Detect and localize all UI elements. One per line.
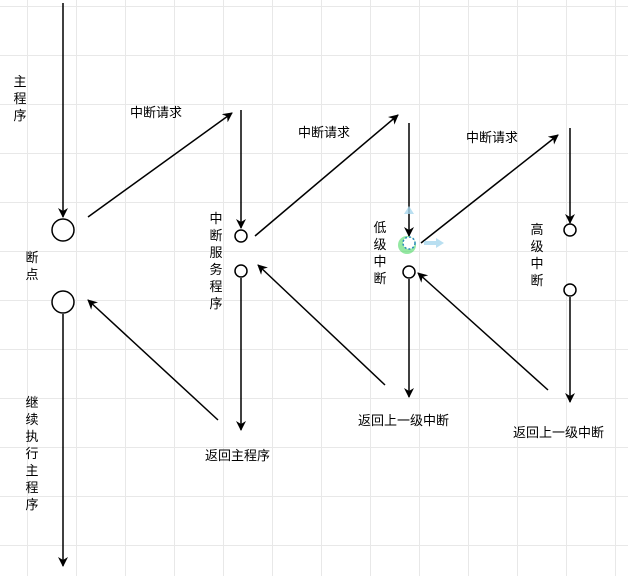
breakpoint-label: 断点 [25, 251, 39, 283]
isr-node-bottom[interactable] [234, 264, 248, 278]
high-node-top[interactable] [563, 223, 577, 237]
high-node-bottom[interactable] [563, 283, 577, 297]
return-prev1-arrow[interactable] [257, 264, 386, 386]
return-prev1-label: 返回上一级中断 [358, 414, 450, 429]
irq1-label: 中断请求 [130, 106, 183, 121]
return-prev2-label: 返回上一级中断 [513, 426, 605, 441]
continue-main-label: 继续执行主程序 [25, 396, 39, 513]
low-node-top[interactable] [402, 236, 416, 250]
return-main-label: 返回主程序 [205, 449, 271, 464]
breakpoint-node-bottom[interactable] [51, 290, 75, 314]
irq1-arrow[interactable] [87, 112, 233, 218]
low-node-bottom[interactable] [402, 265, 416, 279]
isr-label: 中断服务程序 [209, 212, 223, 312]
irq3-arrow[interactable] [420, 134, 559, 244]
return-prev2-arrow[interactable] [417, 272, 549, 391]
irq2-arrow[interactable] [254, 114, 399, 237]
irq3-label: 中断请求 [466, 131, 519, 146]
breakpoint-node-top[interactable] [51, 218, 75, 242]
irq2-label: 中断请求 [298, 126, 351, 141]
low-irq-label: 低级中断 [373, 221, 387, 287]
move-handles-icon[interactable] [404, 206, 444, 248]
main-program-label: 主程序 [13, 75, 27, 124]
return-main-arrow[interactable] [87, 299, 219, 421]
high-irq-label: 高级中断 [530, 223, 544, 289]
isr-node-top[interactable] [234, 229, 248, 243]
